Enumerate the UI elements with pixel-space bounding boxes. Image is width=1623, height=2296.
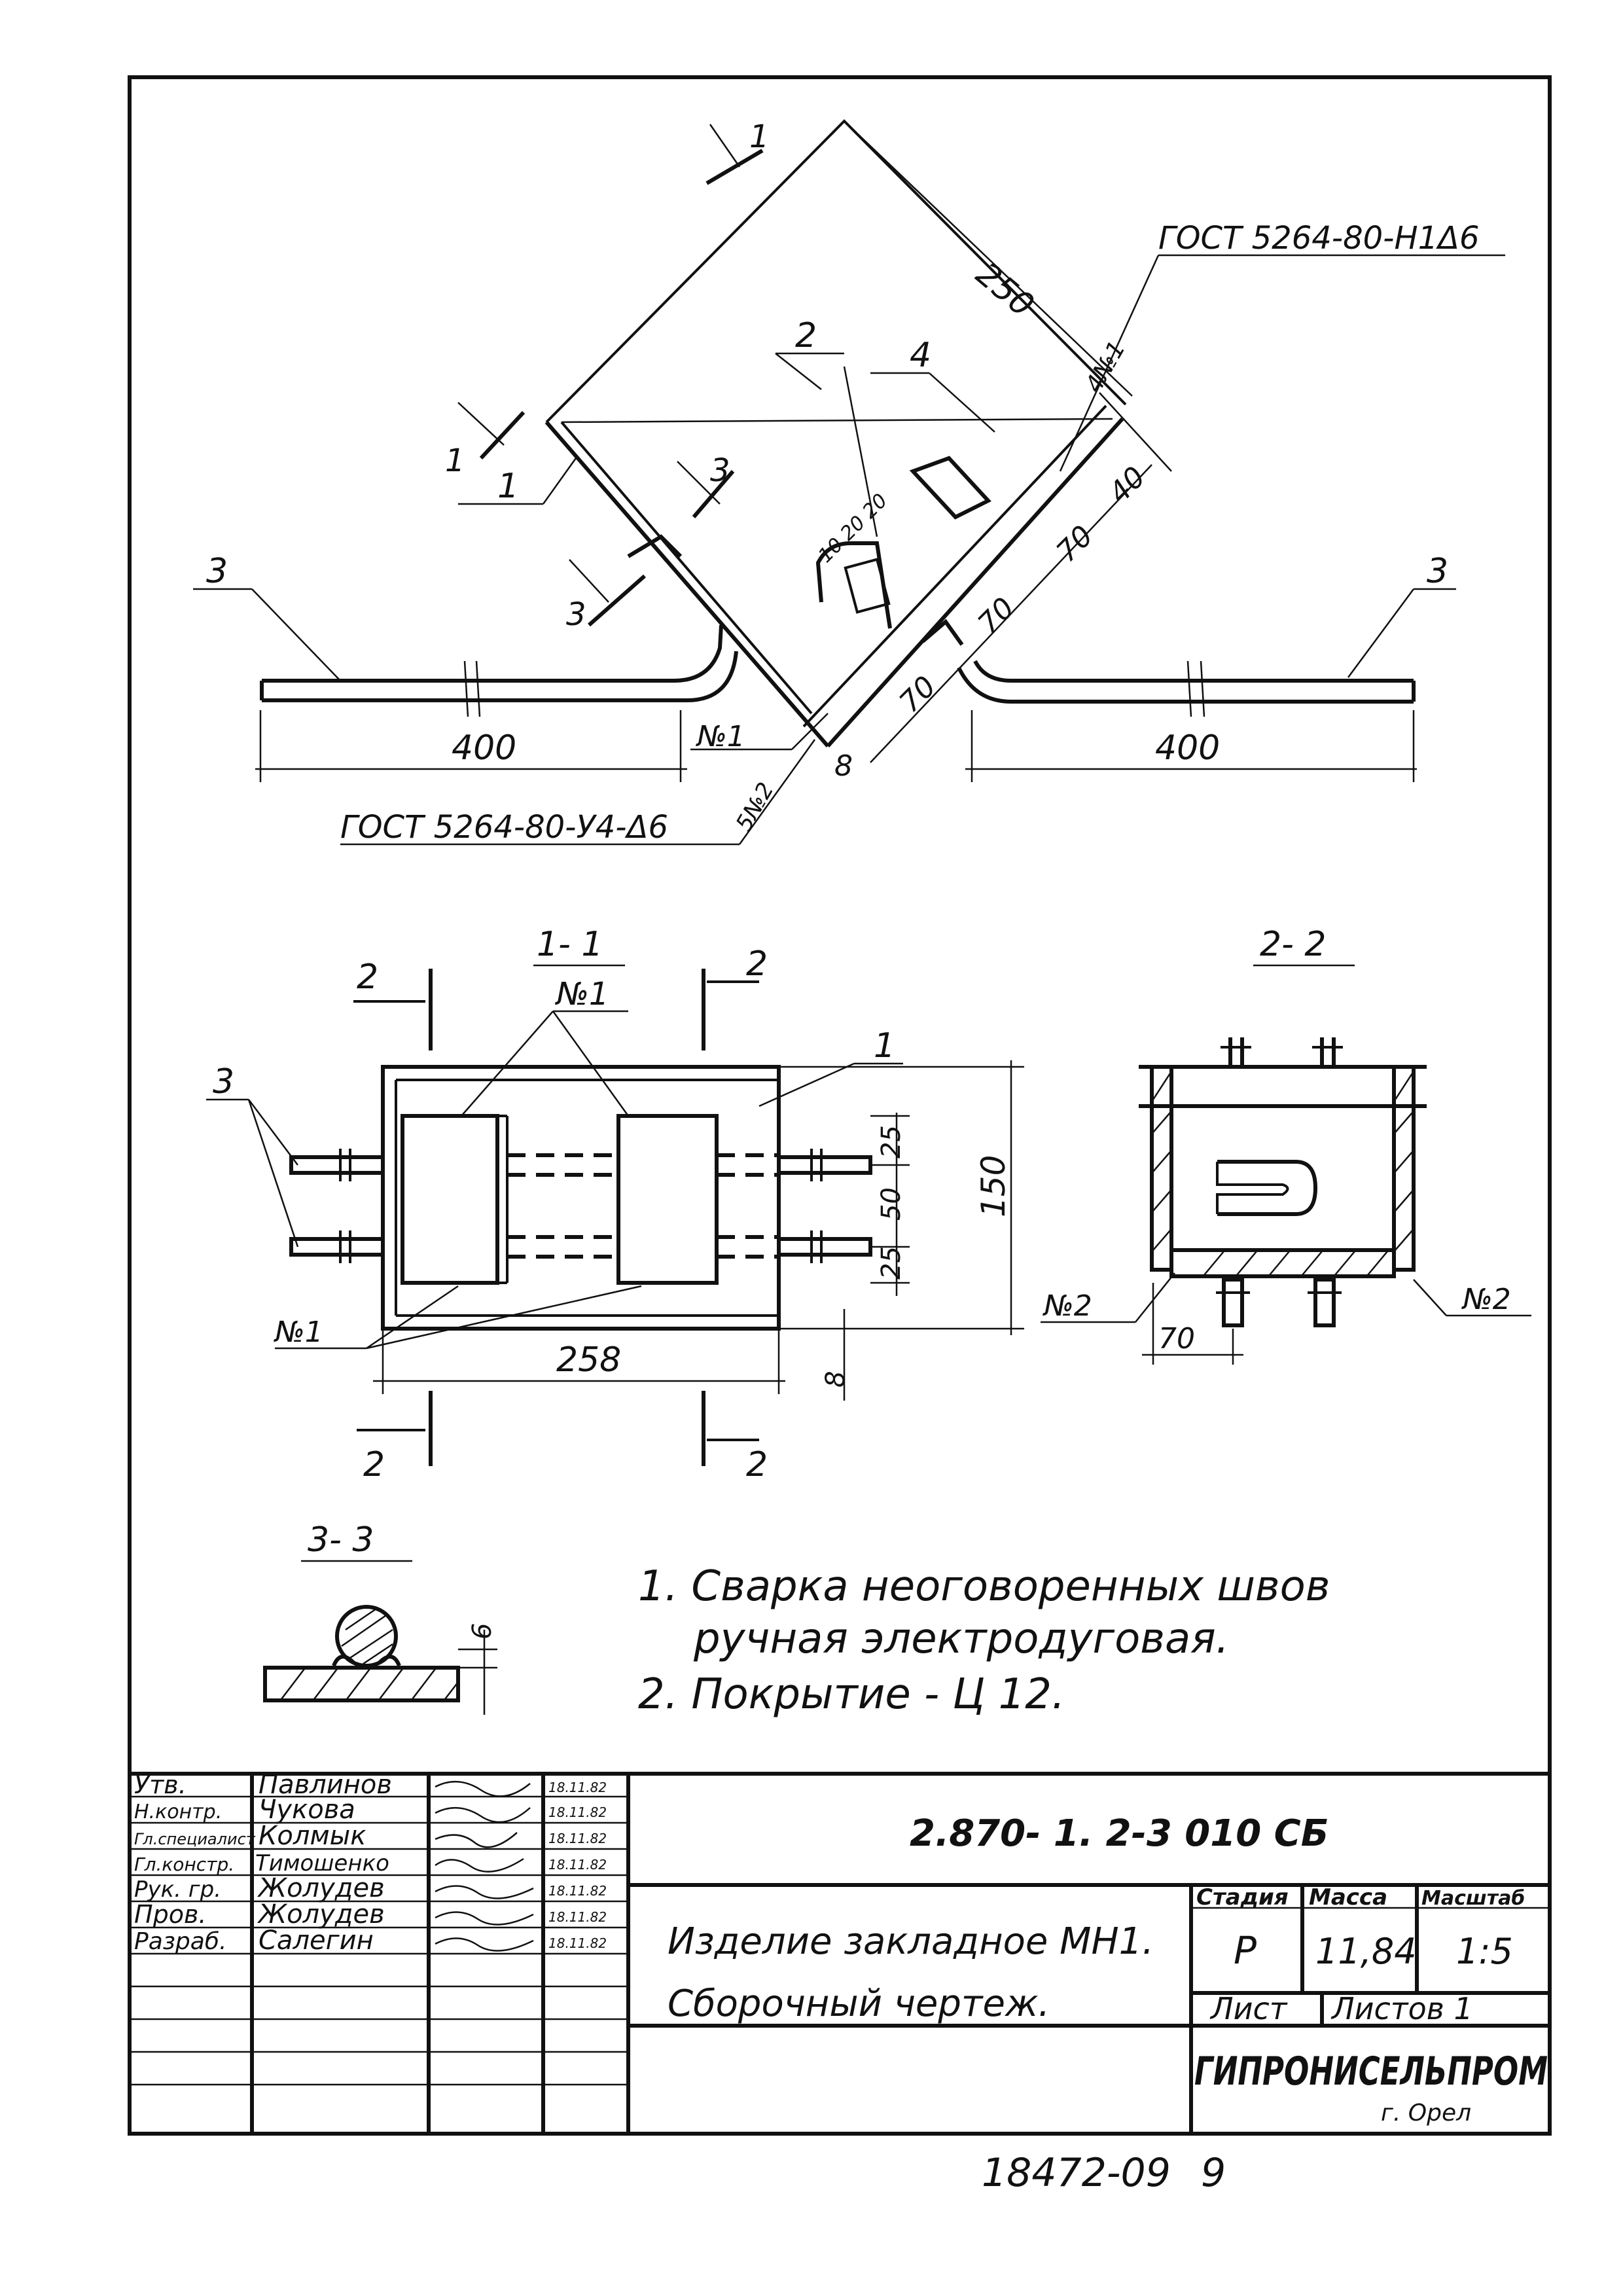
- main-view: 400 400 250 40 70 70 70 10 20 20 8 2 4 1…: [193, 118, 1505, 846]
- person-name: Тимошенко: [255, 1850, 389, 1876]
- sign-date: 18.11.82: [548, 1831, 607, 1846]
- cut-1-a: 1: [749, 118, 770, 155]
- signature-row: Разраб. Салегин 18.11.82: [134, 1926, 607, 1956]
- mass-value: 11,84: [1315, 1931, 1417, 1972]
- dim-25-b: 25: [876, 1246, 906, 1280]
- inventory-number: 18472-09: [982, 2150, 1171, 2196]
- sheets-label: Листов 1: [1330, 1991, 1473, 2026]
- person-name: Жолудев: [257, 1899, 385, 1929]
- role-label: Утв.: [134, 1770, 187, 1799]
- page-number: 9: [1201, 2150, 1226, 2196]
- dim-258: 258: [556, 1340, 621, 1380]
- stage-label: Стадия: [1196, 1884, 1289, 1910]
- dim-70-section: 70: [1158, 1322, 1195, 1355]
- section-3-3-title: 3- 3: [308, 1520, 374, 1560]
- dim-400-left: 400: [452, 728, 516, 768]
- sign-date: 18.11.82: [548, 1883, 607, 1899]
- signature-row: Н.контр. Чукова 18.11.82: [134, 1795, 607, 1825]
- sheet-label: Лист: [1209, 1991, 1288, 2026]
- role-label: Пров.: [134, 1900, 206, 1929]
- sign-date: 18.11.82: [548, 1935, 607, 1951]
- dim-6: 6: [467, 1623, 497, 1640]
- note-2: 2. Покрытие - Ц 12.: [638, 1670, 1065, 1719]
- dim-40: 40: [1103, 460, 1152, 510]
- pos-1-main: 1: [497, 467, 519, 506]
- section-1-1-title: 1- 1: [537, 925, 603, 964]
- weld-n2-right: №2: [1461, 1283, 1511, 1316]
- cut-3-b: 3: [566, 596, 586, 633]
- dim-70-c: 70: [893, 670, 943, 719]
- dim-25-a: 25: [876, 1125, 906, 1158]
- cut-3-a: 3: [710, 452, 730, 489]
- person-name: Павлинов: [259, 1770, 392, 1800]
- sign-date: 18.11.82: [548, 1780, 607, 1795]
- org-name: ГИПРОНИСЕЛЬПРОМ: [1194, 2049, 1548, 2094]
- person-name: Чукова: [259, 1795, 355, 1825]
- cut-2-tl: 2: [357, 958, 378, 997]
- weld-n1-main: №1: [695, 720, 745, 753]
- gost-bottom: ГОСТ 5264-80-У4-Δ6: [340, 809, 668, 846]
- mass-label: Масса: [1309, 1884, 1387, 1910]
- section-2-2-title: 2- 2: [1260, 925, 1326, 964]
- stage-value: Р: [1234, 1928, 1257, 1973]
- dim-8-section: 8: [821, 1371, 851, 1388]
- pos-1-section: 1: [874, 1026, 895, 1066]
- person-name: Салегин: [259, 1926, 374, 1956]
- pos-3-left: 3: [206, 552, 228, 591]
- section-3-3: 3- 3 6: [263, 1520, 497, 1715]
- cut-2-tr: 2: [746, 944, 768, 984]
- signature-row: Рук. гр. Жолудев 18.11.82: [134, 1873, 607, 1903]
- cut-1-b: 1: [445, 442, 465, 479]
- signature-row: Утв. Павлинов 18.11.82: [134, 1770, 607, 1800]
- role-label: Гл.констр.: [134, 1854, 234, 1875]
- doc-code: 2.870- 1. 2-3 010 СБ: [910, 1812, 1329, 1855]
- section-1-1: 1- 1 2: [206, 925, 1024, 1484]
- role-label: Рук. гр.: [134, 1876, 221, 1903]
- note-1: 1. Сварка неоговоренных швов: [638, 1562, 1330, 1611]
- sign-date: 18.11.82: [548, 1804, 607, 1820]
- role-label: Разраб.: [134, 1928, 226, 1955]
- signature-row: Гл.специалист Колмык 18.11.82: [134, 1821, 607, 1851]
- cut-2-bl: 2: [363, 1445, 385, 1484]
- scale-label: Масштаб: [1421, 1887, 1525, 1910]
- title-block: Утв. Павлинов 18.11.82 Н.контр. Чукова 1…: [130, 1770, 1550, 2134]
- weld-code-n2: 5№2: [731, 778, 779, 836]
- dim-400-right: 400: [1155, 728, 1220, 768]
- weld-n1-section-bottom: №1: [273, 1316, 323, 1349]
- notes: 1. Сварка неоговоренных швов ручная элек…: [638, 1562, 1330, 1719]
- weld-n2-left: №2: [1042, 1289, 1092, 1323]
- pos-4-main: 4: [910, 336, 931, 375]
- note-1-cont: ручная электродуговая.: [693, 1615, 1229, 1663]
- dim-8-main: 8: [834, 749, 853, 783]
- dim-150: 150: [974, 1155, 1012, 1217]
- cut-2-br: 2: [746, 1445, 768, 1484]
- dim-70-b: 70: [972, 591, 1022, 641]
- dim-50: 50: [876, 1187, 906, 1221]
- person-name: Жолудев: [257, 1873, 385, 1903]
- role-label: Н.контр.: [134, 1801, 222, 1823]
- item-title-2: Сборочный чертеж.: [668, 1982, 1050, 2025]
- org-city: г. Орел: [1381, 2100, 1471, 2126]
- scale-value: 1:5: [1456, 1931, 1513, 1972]
- role-label: Гл.специалист: [134, 1830, 256, 1848]
- person-name: Колмык: [259, 1821, 366, 1851]
- pos-3-right: 3: [1427, 552, 1448, 591]
- sheet-frame: [128, 75, 1552, 2136]
- weld-n1-section-top: №1: [554, 976, 609, 1013]
- signature-row: Пров. Жолудев 18.11.82: [134, 1899, 607, 1929]
- signature-scribbles: [435, 1780, 534, 1952]
- gost-top: ГОСТ 5264-80-Н1Δ6: [1158, 220, 1480, 257]
- dim-250: 250: [969, 255, 1041, 325]
- sign-date: 18.11.82: [548, 1857, 607, 1873]
- pos-2-main: 2: [795, 316, 817, 355]
- signature-row: Гл.констр. Тимошенко 18.11.82: [134, 1850, 607, 1876]
- item-title-1: Изделие закладное МН1.: [668, 1920, 1154, 1963]
- sign-date: 18.11.82: [548, 1909, 607, 1925]
- section-2-2: 2- 2: [1041, 925, 1531, 1365]
- pos-3-section: 3: [213, 1062, 234, 1102]
